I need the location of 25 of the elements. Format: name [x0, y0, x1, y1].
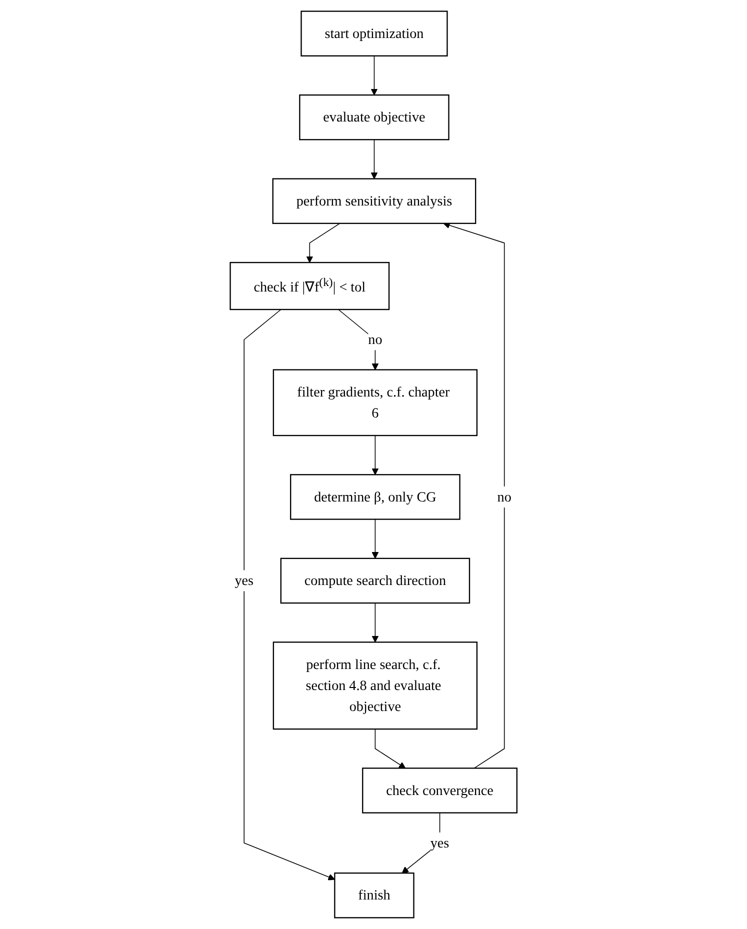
arrow	[402, 812, 440, 874]
arrow	[244, 309, 335, 880]
node-box: perform sensitivity analysis	[272, 178, 476, 224]
arrow	[372, 435, 379, 475]
arrow	[372, 518, 379, 559]
node-box: compute search direction	[280, 558, 470, 604]
arrow	[338, 309, 379, 370]
arrow	[370, 139, 378, 180]
node-box: check if |∇f$^{(k)}$| < tol	[230, 262, 390, 310]
arrow	[372, 602, 379, 642]
node-box: finish	[334, 872, 414, 918]
node-box: start optimization	[300, 10, 448, 56]
node-box: determine β, only CG	[290, 474, 460, 520]
edge-label: yes	[234, 572, 254, 588]
node-box: filter gradients, c.f. chapter 6	[272, 369, 478, 436]
edge-label: no	[368, 331, 382, 348]
arrow	[374, 728, 406, 769]
edge-label: yes	[430, 834, 450, 850]
node-box: check convergence	[362, 768, 518, 814]
arrow	[370, 56, 378, 96]
node-box: perform line search, c.f. section 4.8 and evaluate objective	[272, 642, 478, 730]
arrow	[306, 223, 340, 263]
arrow	[443, 222, 505, 769]
edge-label: no	[497, 488, 512, 504]
node-box: evaluate objective	[299, 94, 450, 140]
